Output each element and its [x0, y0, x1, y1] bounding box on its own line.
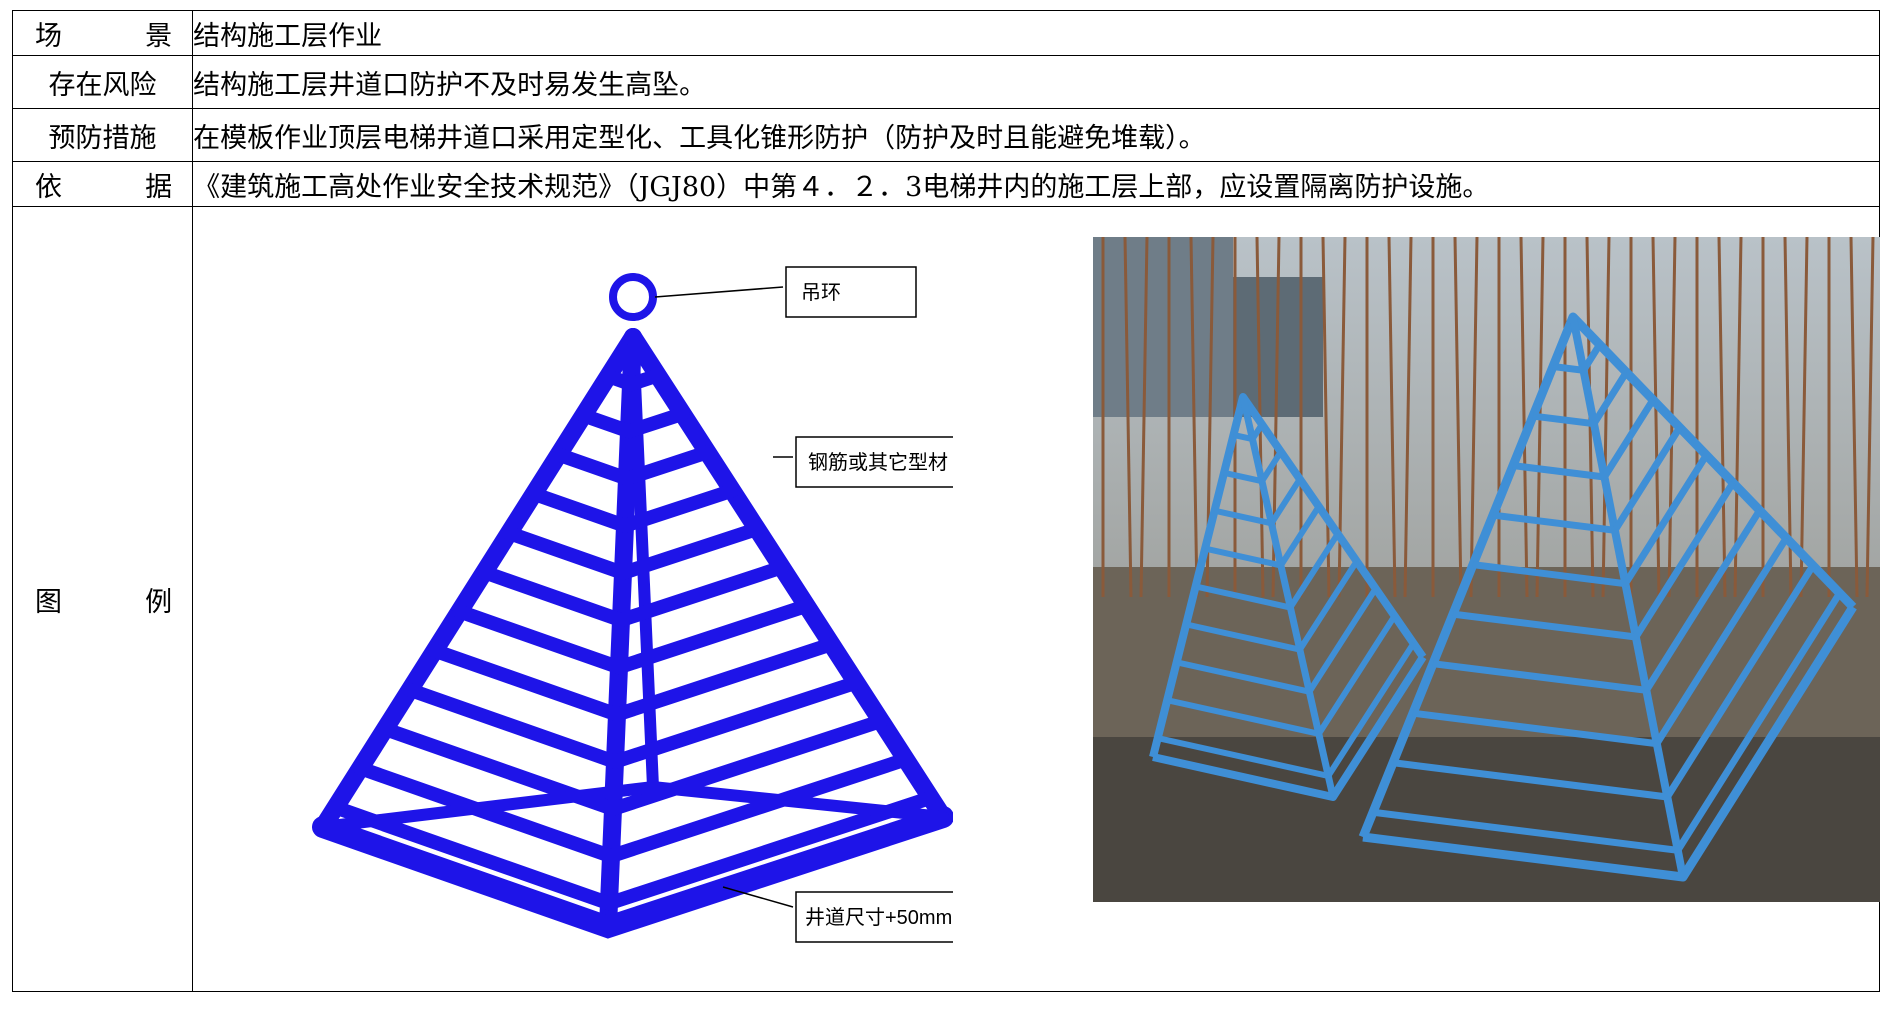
pyramid-rung [576, 406, 690, 439]
photo-rung [1195, 532, 1341, 611]
photo-rung [1157, 641, 1417, 779]
photo-rung [1492, 425, 1683, 534]
safety-measure-table: 场景 结构施工层作业 存在风险 结构施工层井道口防护不及时易发生高坠。 预防措施… [11, 10, 1880, 992]
photo-rung [1223, 450, 1284, 485]
pyramid-rung [402, 675, 864, 770]
table-row-illustration: 图例 [11, 206, 1880, 992]
photo-rung [1204, 504, 1322, 569]
pyramid-rung [427, 637, 839, 722]
photo-rung [1512, 397, 1657, 481]
photo-rung [1472, 453, 1710, 588]
site-photo [1093, 237, 1880, 902]
rebar-line [1403, 237, 1413, 598]
rebar-line [1453, 237, 1463, 598]
photo-rung [1166, 614, 1398, 737]
illustration-cell: 吊环 钢筋或其它型材 井道尺寸+50mm [192, 206, 1880, 992]
photo-rung [1392, 563, 1817, 801]
rebar-line [1469, 237, 1479, 598]
table-row-risk: 存在风险 结构施工层井道口防护不及时易发生高坠。 [11, 55, 1880, 109]
table-row-basis: 依据 《建筑施工高处作业安全技术规范》（JGJ80）中第４．２．3电梯井内的施工… [11, 161, 1880, 207]
photo-rung [1185, 559, 1360, 653]
photo-rung [1452, 480, 1737, 641]
pyramid-rung [378, 714, 889, 817]
row-content-scene: 结构施工层作业 [192, 10, 1880, 56]
rebar-line [1387, 237, 1397, 598]
photo-rung [1176, 586, 1379, 695]
row-label-risk: 存在风险 [11, 55, 194, 109]
photo-rung [1552, 342, 1603, 374]
rebar-line [1139, 237, 1149, 598]
callout-rebar: 钢筋或其它型材 [808, 451, 948, 474]
row-label-scene: 场景 [11, 10, 194, 56]
rebar-line [1123, 237, 1133, 598]
pyramid-rung [526, 483, 740, 534]
rebar-line [1519, 237, 1529, 598]
rebar-line [1799, 237, 1809, 598]
rebar-line [1601, 237, 1611, 598]
row-content-prevention: 在模板作业顶层电梯井道口采用定型化、工具化锥形防护（防护及时且能避免堆载）。 [192, 108, 1880, 162]
lifting-ring-icon [609, 273, 658, 321]
photo-rung [1432, 508, 1763, 694]
row-label-basis: 依据 [11, 161, 194, 207]
rebar-line [1849, 237, 1859, 598]
pyramid-cover-diagram: 吊环 钢筋或其它型材 井道尺寸+50mm [312, 266, 954, 943]
pyramid-rung [477, 560, 789, 628]
rebar-line [1321, 237, 1331, 598]
photo-rung [1232, 422, 1265, 443]
callout-size: 井道尺寸+50mm [805, 906, 952, 929]
photo-rung [1214, 477, 1303, 527]
pyramid-rung [452, 598, 814, 675]
pyramid-rung [502, 522, 765, 581]
pyramid-rung [328, 790, 938, 911]
photo-rung [1532, 370, 1630, 428]
row-label-prevention: 预防措施 [11, 108, 194, 162]
pyramid-rung [353, 752, 913, 864]
rebar-line [1733, 237, 1743, 598]
pyramid-rung [551, 445, 715, 486]
photo-rung [1412, 536, 1790, 748]
top-clipped-heading [0, 0, 1880, 10]
row-content-basis: 《建筑施工高处作业安全技术规范》（JGJ80）中第４．２．3电梯井内的施工层上部… [192, 161, 1880, 207]
row-content-risk: 结构施工层井道口防护不及时易发生高坠。 [192, 55, 1880, 109]
photo-rung [1372, 591, 1843, 854]
rebar-line [1865, 237, 1875, 598]
table-row-scene: 场景 结构施工层作业 [11, 10, 1880, 56]
pyramid-rung [601, 368, 665, 392]
row-label-illustration: 图例 [11, 206, 194, 992]
callout-ring: 吊环 [801, 282, 841, 304]
rebar-line [1717, 237, 1727, 598]
rebar-line [1189, 237, 1199, 598]
table-row-prevention: 预防措施 在模板作业顶层电梯井道口采用定型化、工具化锥形防护（防护及时且能避免堆… [11, 108, 1880, 162]
